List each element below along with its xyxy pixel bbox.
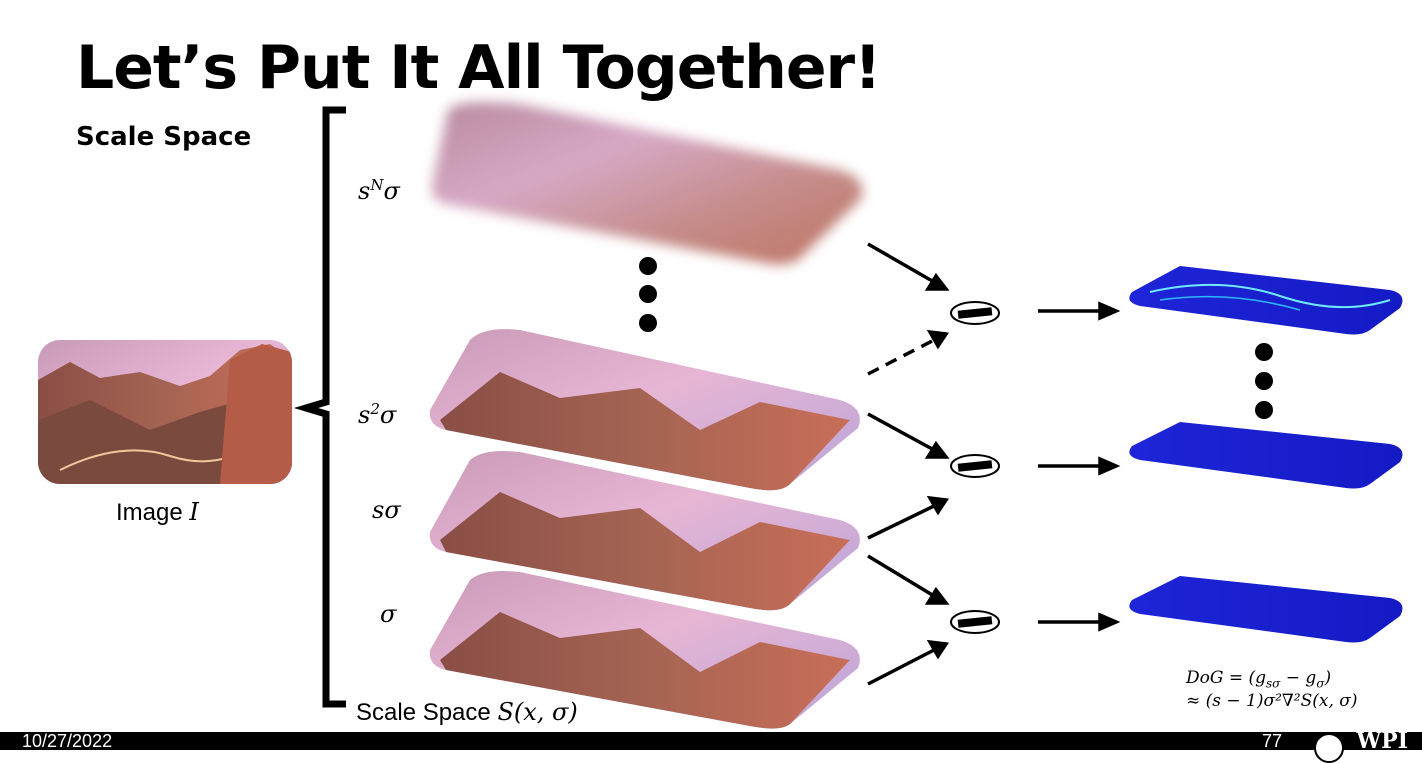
ellipsis-dot [639,257,657,275]
image-caption: Image I [116,498,199,526]
dog-output-bottom [1129,576,1403,643]
dog-output-top [1129,266,1403,335]
slab-s-sigma [429,451,860,611]
scale-space-caption: Scale Space S(x, σ) [356,698,578,726]
slide-subtitle: Scale Space [76,122,252,152]
slide-title: Let’s Put It All Together! [76,33,881,103]
dog-output-middle [1129,422,1403,489]
slab-s2-sigma [429,329,860,491]
scale-label-s-sigma: sσ [372,496,401,524]
scale-space-bracket [293,106,346,708]
ellipsis-dot [1255,401,1273,419]
dog-formula-line2: ≈ (s − 1)σ²∇²S(x, σ) [1186,691,1358,712]
footer-page-number: 77 [1261,731,1282,751]
ellipsis-dot [1255,343,1273,361]
scale-label-sigma: σ [380,600,397,628]
university-seal-icon [1314,733,1344,763]
footer-logo: WPI [1356,728,1408,754]
footer-date: 10/27/2022 [22,731,113,751]
input-image [38,340,292,484]
ellipsis-dot [639,285,657,303]
arrows [867,242,1121,686]
slab-top-blurred [431,102,863,265]
dog-formula: DoG = (gsσ − gσ) ≈ (s − 1)σ²∇²S(x, σ) [1186,668,1358,713]
scale-label-s2-sigma: s2σ [358,400,397,429]
ellipsis-dot [1255,372,1273,390]
slab-sigma [429,571,860,729]
scale-label-sN-sigma: sNσ [358,176,400,205]
subtract-operator-middle [950,454,1000,478]
footer-bar [0,732,1422,750]
ellipsis-dot [639,314,657,332]
subtract-operator-top [950,301,1000,325]
dog-formula-line1: DoG = (gsσ − gσ) [1186,668,1332,691]
subtract-operator-bottom [950,610,1000,634]
